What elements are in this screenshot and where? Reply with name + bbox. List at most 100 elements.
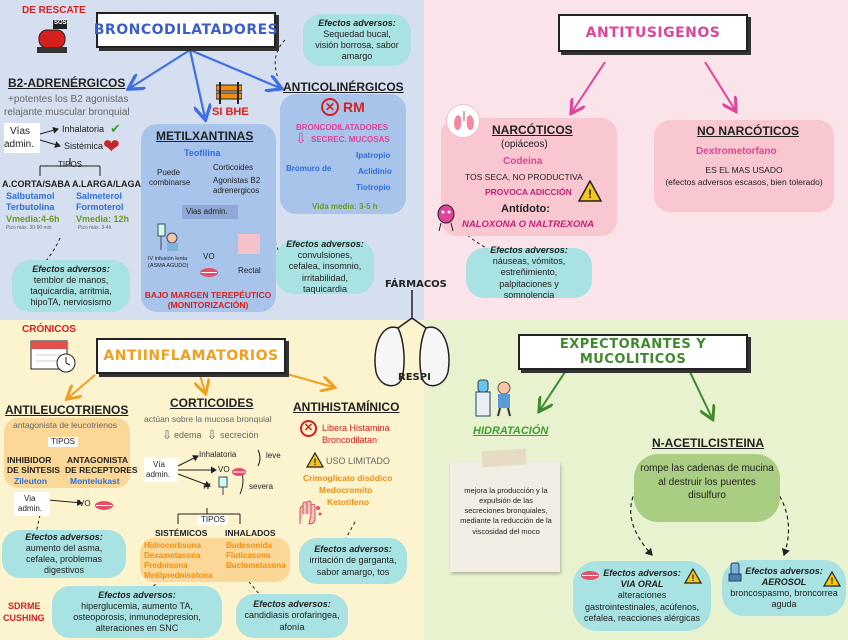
leuco-via-box: Via admin.: [14, 492, 50, 516]
narc-adiccion: PROVOCA ADICCIÓN: [485, 187, 572, 197]
narc-heading: NARCÓTICOS: [492, 123, 573, 137]
narc-adverse-text: náuseas, vómitos, estreñimiento, palpita…: [492, 256, 566, 300]
b2-larga-drug-1: Salmeterol: [76, 191, 123, 201]
cortic-adverse-text-2: candidiasis orofaringea, afonía: [244, 610, 340, 632]
leuco-admin: admin.: [18, 504, 43, 513]
antihist-drug-1: Crimoglicato disódico: [303, 473, 393, 483]
antihist-uso: USO LIMITADO: [326, 456, 390, 466]
narc-antidoto: Antídoto:: [501, 203, 550, 215]
warning-icon-expect-2: !: [822, 570, 842, 587]
metil-vias: Vias admin.: [182, 205, 238, 219]
cushing-1: SDRME: [8, 601, 41, 611]
cronicos-tag: CRÓNICOS: [22, 324, 76, 335]
mouth-icon-expect: [580, 568, 600, 580]
metil-iv: IV infusión lenta (ASMA AGUDO): [148, 256, 189, 269]
siren-icon: SOS: [35, 18, 69, 54]
anticol-heading: ANTICOLINÉRGICOS: [283, 80, 404, 94]
metil-rectal: Rectal: [238, 266, 261, 275]
pill-character-icon: [436, 204, 456, 232]
cortic-adverse-bubble-1: Efectos adversos: hiperglucemia, aumento…: [52, 586, 222, 638]
svg-text:!: !: [588, 187, 592, 201]
b2-corta-pico: Pico máx. 30-90 min: [6, 225, 52, 231]
metil-adverse-title: Efectos adversos:: [286, 238, 364, 249]
cortic-via-box: Vía admin.: [144, 458, 178, 482]
title-broncodilatadores: BRONCODILATADORES: [94, 12, 278, 48]
antihist-drug-3: Ketotifeno: [327, 497, 370, 507]
metil-margen-2: (MONITORIZACIÓN): [167, 300, 249, 310]
b2-larga-pico: Pico máx. 3-4h: [78, 225, 112, 231]
b2-larga-drug-2: Formoterol: [76, 202, 124, 212]
antihist-heading: ANTIHISTAMÍNICO: [293, 400, 400, 414]
anticol-vida: Vida media: 3-5 h: [312, 202, 378, 211]
hidr-note: mejora la producción y la expulsión de l…: [450, 448, 560, 572]
inh-list-item: Fluticasona: [226, 551, 271, 560]
siren-text: SOS: [54, 20, 67, 26]
leuco-inh-2: DE SÍNTESIS: [7, 465, 60, 475]
expect-adverse-title-2: Efectos adversos:: [745, 565, 823, 576]
calendar-icon: [30, 337, 76, 373]
narc-adverse-bubble: Efectos adversos: náuseas, vómitos, estr…: [466, 245, 592, 300]
rescue-tag: DE RESCATE: [22, 5, 86, 16]
center-bottom-label: RESPI: [398, 372, 431, 383]
expect-adverse-bubble-2: Efectos adversos: AEROSOL broncospasmo, …: [722, 560, 846, 616]
narc-drug: Codeina: [503, 156, 543, 167]
antihist-adverse-title: Efectos adversos:: [314, 544, 392, 555]
b2-vias-box: Vías admin.: [4, 123, 40, 153]
hidr-heading: HIDRATACIÓN: [473, 425, 549, 437]
allergy-hand-icon: [294, 500, 324, 526]
cortic-admin: admin.: [146, 470, 171, 479]
metil-margen-1: BAJO MARGEN TEREPÉUTICO: [144, 290, 272, 300]
down-arrow-edema-icon: ⇩: [162, 428, 173, 442]
tape-decoration: [481, 448, 527, 468]
b2-corta-vmedia: Vmedia:4-6h: [6, 214, 60, 224]
b2-larga-vmedia: Vmedia: 12h: [76, 214, 130, 224]
anticol-rm: RM: [343, 99, 365, 115]
metil-combinarse: combinarse: [149, 178, 191, 187]
antihist-drug-2: Medocromito: [319, 485, 373, 495]
cortic-adverse-bubble-2: Efectos adversos: candidiasis orofaringe…: [236, 594, 348, 638]
cortic-heading: CORTICOIDES: [170, 396, 254, 410]
cortic-tipos: TIPOS: [198, 515, 229, 525]
leuco-heading: ANTILEUCOTRIENOS: [5, 403, 129, 417]
anticol-bd-1: BRONCODILATADORES: [296, 123, 389, 132]
anticol-panel: [280, 94, 406, 214]
mouth-icon: [199, 265, 219, 277]
anticol-bromuro: Bromuro de: [286, 164, 332, 173]
down-arrow-secrecion-icon: ⇩: [207, 428, 218, 442]
metil-adverse-bubble: Efectos adversos: convulsiones, cefalea,…: [276, 238, 374, 294]
nac-heading: N-ACETILCISTEINA: [652, 436, 764, 450]
mouth-icon-leuco: [94, 498, 114, 510]
warning-icon: !: [577, 179, 603, 202]
cortic-vo: VO: [218, 465, 230, 474]
heart-icon: ❤: [103, 136, 120, 158]
b2-sistemica: Sistémica: [64, 141, 104, 151]
antihist-adverse-bubble: Efectos adversos: irritación de garganta…: [299, 538, 407, 584]
no-icon-antihist: ✕: [300, 420, 317, 437]
cortic-adverse-title-1: Efectos adversos:: [98, 589, 176, 600]
leuco-adverse-title: Efectos adversos:: [25, 531, 103, 542]
sist-list-item: Dexametasona: [144, 551, 201, 560]
b2-corta-drug-1: Salbutamol: [6, 191, 55, 201]
antihist-libera-1: Libera Histamina: [322, 423, 390, 433]
center-top-label: FÁRMACOS: [385, 279, 447, 290]
metil-adverse-text: convulsiones, cefalea, insomnio, irritab…: [288, 250, 362, 294]
cortic-desc: actúan sobre la mucosa bronquial: [144, 414, 272, 424]
nonarc-panel: [654, 120, 834, 212]
barrier-icon: [215, 82, 243, 104]
sist-list-item: Hidrocortisona: [144, 541, 201, 550]
cortic-sist-title: SISTÉMICOS: [155, 528, 208, 538]
cortic-iv: IV: [203, 482, 211, 491]
nonarc-drug: Dextrometorfano: [696, 146, 777, 157]
b2-heading: B2-ADRENÉRGICOS: [8, 76, 126, 90]
leuco-ant-drug: Montelukast: [70, 476, 120, 486]
warning-icon-expect-1: !: [683, 567, 703, 584]
cortic-leve: leve: [266, 451, 281, 460]
leuco-sub: antagonista de leucotrienos: [13, 420, 117, 430]
leuco-inh-drug: Zileuton: [14, 476, 48, 486]
b2-desc-1: +potentes los B2 agonistas: [8, 94, 129, 105]
rectal-icon: [238, 234, 260, 254]
anticol-adverse-bubble: Efectos adversos: Sequedad bucal, visión…: [303, 14, 411, 66]
cortic-adverse-text-1: hiperglucemia, aumento TA, osteoporosis,…: [73, 600, 201, 634]
